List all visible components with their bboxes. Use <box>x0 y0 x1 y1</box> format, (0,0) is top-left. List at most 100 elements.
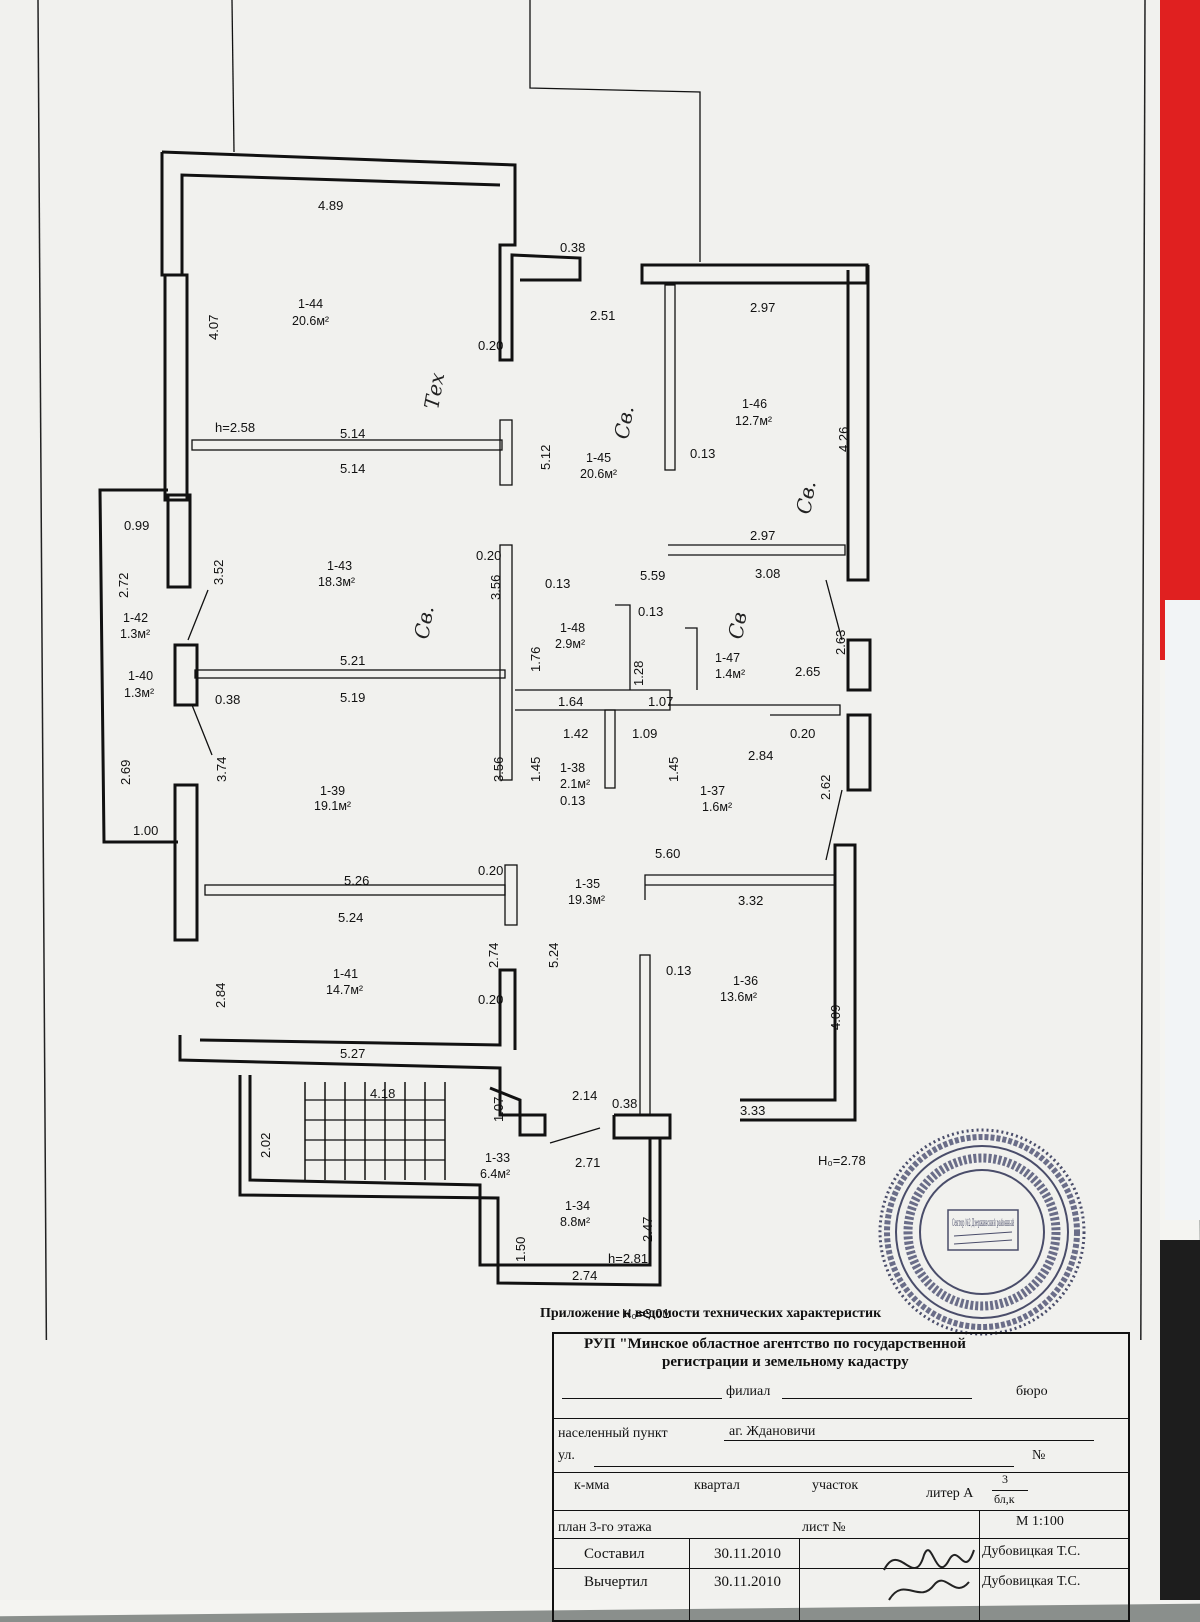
room-id: 1-36 <box>733 974 758 988</box>
floor-plan-drawing: 1-44 20.6м² 1-45 20.6м² 1-46 12.7м² 1-43… <box>37 0 1146 1340</box>
room-area: 20.6м² <box>580 467 617 481</box>
dim: 2.97 <box>750 528 775 543</box>
room-area: 14.7м² <box>326 983 363 997</box>
dim: 2.63 <box>833 630 848 655</box>
room-id: 1-44 <box>298 297 323 311</box>
dim: 1.28 <box>631 661 646 686</box>
street-label: ул. <box>558 1448 575 1463</box>
locality-label: населенный пункт <box>558 1426 668 1441</box>
dim: 1.00 <box>133 823 158 838</box>
dim: 3.32 <box>738 893 763 908</box>
room-area: 13.6м² <box>720 990 757 1004</box>
room-id: 1-34 <box>565 1199 590 1213</box>
dim: 5.24 <box>338 910 363 925</box>
dim: 5.27 <box>340 1046 365 1061</box>
handwritten-note: Св <box>723 610 751 641</box>
room-id: 1-45 <box>586 451 611 465</box>
dim: 3.33 <box>740 1103 765 1118</box>
plot-label: участок <box>812 1478 859 1493</box>
dim: 2.74 <box>486 943 501 968</box>
dim: 4.89 <box>318 198 343 213</box>
dim: 0.13 <box>690 446 715 461</box>
dim: 4.07 <box>206 315 221 340</box>
dim: 2.84 <box>748 748 773 763</box>
dim: 1.45 <box>528 757 543 782</box>
room-id: 1-37 <box>700 784 725 798</box>
litera-numerator: 3 <box>1002 1472 1008 1486</box>
dim: H₀=3.01 <box>622 1306 670 1321</box>
litera-label: литер А <box>926 1486 974 1501</box>
red-folder <box>1160 0 1200 660</box>
bureau-label: бюро <box>1016 1384 1048 1399</box>
dim: 0.20 <box>478 338 503 353</box>
dim: 0.20 <box>478 992 503 1007</box>
dim: 1.50 <box>513 1237 528 1262</box>
org-line-2: регистрации и земельному кадастру <box>662 1354 909 1370</box>
dim: 5.14 <box>340 461 365 476</box>
dim: 0.20 <box>478 863 503 878</box>
dim: 4.09 <box>828 1005 843 1030</box>
handwritten-notes: Тех Св. Св. Св. Св <box>409 371 820 641</box>
handwritten-note: Св. <box>791 479 820 516</box>
outer-walls <box>98 150 870 1287</box>
room-id: 1-43 <box>327 559 352 573</box>
handwritten-note: Св. <box>609 404 638 441</box>
dim: 2.65 <box>795 664 820 679</box>
dim: 0.13 <box>560 793 585 808</box>
dim: h=2.58 <box>215 420 255 435</box>
drawn-date: 30.11.2010 <box>714 1574 781 1590</box>
room-area: 1.6м² <box>702 800 732 814</box>
dim: 0.13 <box>545 576 570 591</box>
room-id: 1-46 <box>742 397 767 411</box>
room-area: 8.8м² <box>560 1215 590 1229</box>
dim: 3.08 <box>755 566 780 581</box>
dim: 3.52 <box>211 560 226 585</box>
room-id: 1-47 <box>715 651 740 665</box>
title-block: Приложение к ведомости технических харак… <box>540 1306 1130 1622</box>
room-id: 1-39 <box>320 784 345 798</box>
dim: 2.71 <box>575 1155 600 1170</box>
room-area: 19.3м² <box>568 893 605 907</box>
dim: 5.24 <box>546 943 561 968</box>
stamp-text: Сектор №2 Дзержинский районный <box>952 1218 1014 1229</box>
dim: 5.60 <box>655 846 680 861</box>
dim: 5.21 <box>340 653 365 668</box>
sheet-label: лист № <box>802 1520 846 1535</box>
room-labels: 1-44 20.6м² 1-45 20.6м² 1-46 12.7м² 1-43… <box>120 297 772 1229</box>
dim: 5.26 <box>344 873 369 888</box>
composed-name: Дубовицкая Т.С. <box>982 1544 1081 1559</box>
dim: 0.38 <box>612 1096 637 1111</box>
room-id: 1-40 <box>128 669 153 683</box>
handwritten-note: Св. <box>409 604 438 641</box>
room-area: 18.3м² <box>318 575 355 589</box>
dim: 3.74 <box>214 757 229 782</box>
litera-denominator: бл,к <box>994 1492 1015 1506</box>
interior-walls <box>173 284 872 1180</box>
dim: 5.19 <box>340 690 365 705</box>
room-area: 19.1м² <box>314 799 351 813</box>
dim: H₀=2.78 <box>818 1153 866 1168</box>
room-area: 2.9м² <box>555 637 585 651</box>
room-area: 12.7м² <box>735 414 772 428</box>
dim: 1.45 <box>666 757 681 782</box>
dim: 2.14 <box>572 1088 597 1103</box>
dim: 1.07 <box>491 1097 506 1122</box>
room-id: 1-41 <box>333 967 358 981</box>
drawn-label: Вычертил <box>584 1574 648 1590</box>
room-id: 1-48 <box>560 621 585 635</box>
block-label: квартал <box>694 1478 740 1493</box>
room-id: 1-38 <box>560 761 585 775</box>
room-area: 2.1м² <box>560 777 590 791</box>
dim: 0.20 <box>476 548 501 563</box>
room-area: 1.3м² <box>120 627 150 641</box>
dim: 2.74 <box>572 1268 597 1283</box>
dim: 5.12 <box>538 445 553 470</box>
dimension-labels: 4.89 0.38 2.51 2.97 4.07 0.20 h=2.58 5.1… <box>116 198 866 1321</box>
dim: 1.76 <box>528 647 543 672</box>
room-id: 1-42 <box>123 611 148 625</box>
kmma-label: к-мма <box>574 1478 610 1493</box>
number-label: № <box>1032 1448 1046 1463</box>
plan-label: план 3-го этажа <box>558 1520 652 1535</box>
room-area: 20.6м² <box>292 314 329 328</box>
dim: 5.14 <box>340 426 365 441</box>
